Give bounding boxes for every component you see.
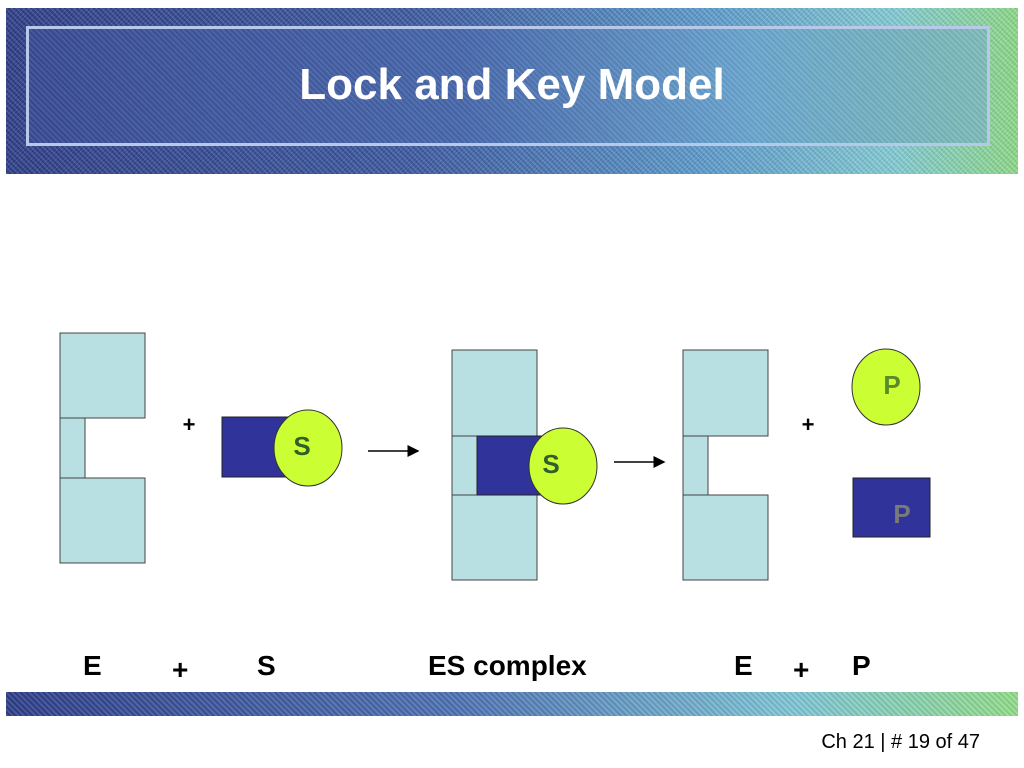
label-plus-2: + bbox=[793, 654, 810, 685]
enzyme-free-1 bbox=[59, 332, 146, 564]
label-e-1: E bbox=[83, 650, 102, 681]
product-circle: P bbox=[851, 348, 921, 426]
label-es-complex: ES complex bbox=[428, 650, 587, 681]
plus-sign-1: + bbox=[183, 412, 196, 437]
plus-sign-2: + bbox=[802, 412, 815, 437]
title-frame bbox=[26, 26, 990, 146]
es-substrate-label: S bbox=[542, 449, 559, 479]
enzyme-free-2 bbox=[682, 349, 769, 581]
substrate-label: S bbox=[293, 431, 310, 461]
product-circle-label: P bbox=[883, 370, 900, 400]
substrate: S bbox=[221, 409, 343, 487]
product-rect-label: P bbox=[893, 499, 910, 529]
label-s: S bbox=[257, 650, 276, 681]
footer-band bbox=[6, 692, 1018, 716]
label-plus-1: + bbox=[172, 654, 189, 685]
es-complex: S bbox=[451, 349, 598, 581]
page-number: Ch 21 | # 19 of 47 bbox=[821, 731, 980, 753]
product-rect: P bbox=[852, 477, 931, 538]
slide-title: Lock and Key Model bbox=[299, 60, 725, 109]
label-p: P bbox=[852, 650, 871, 681]
label-e-2: E bbox=[734, 650, 753, 681]
